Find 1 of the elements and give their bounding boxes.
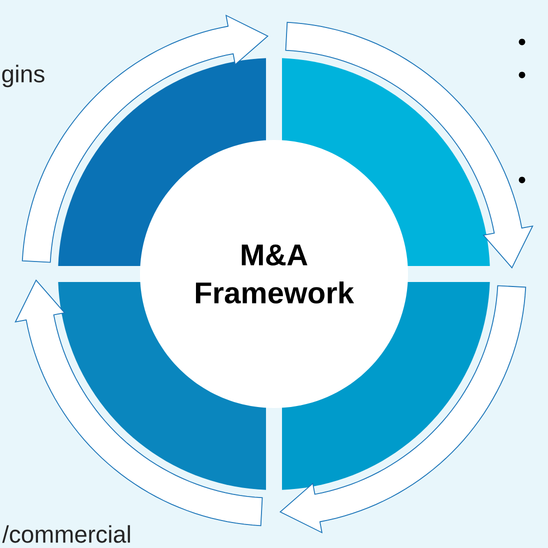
side-text: /commercial [2, 525, 130, 543]
